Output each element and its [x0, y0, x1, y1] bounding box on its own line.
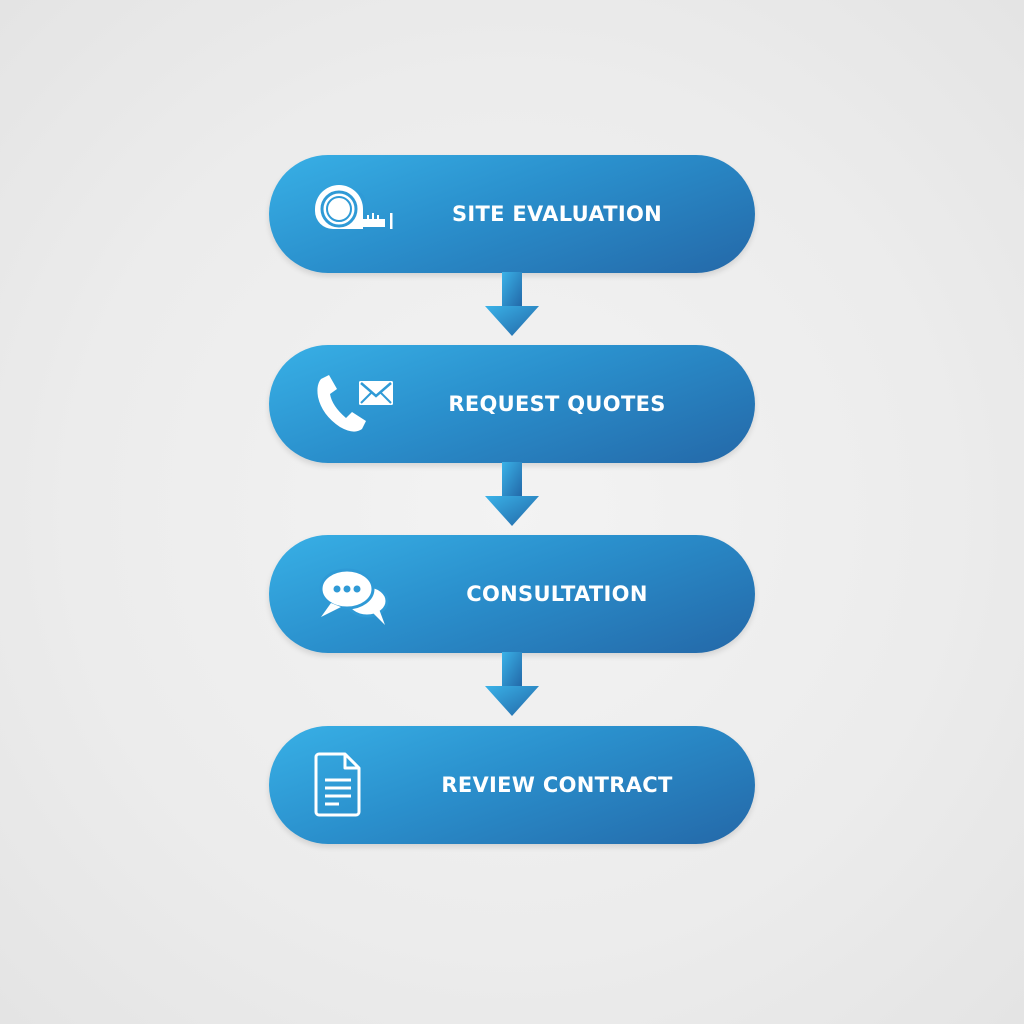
tape-measure-icon	[307, 179, 403, 249]
step-label: REVIEW CONTRACT	[441, 773, 673, 797]
step-request-quotes: REQUEST QUOTES	[269, 345, 755, 463]
chat-bubbles-icon	[307, 559, 403, 629]
step-review-contract: REVIEW CONTRACT	[269, 726, 755, 844]
step-label: REQUEST QUOTES	[448, 392, 666, 416]
step-consultation: CONSULTATION	[269, 535, 755, 653]
arrow-down-icon	[485, 272, 539, 336]
arrow-down-icon	[485, 652, 539, 716]
document-icon	[307, 750, 403, 820]
step-site-evaluation: SITE EVALUATION	[269, 155, 755, 273]
phone-and-envelope-icon	[307, 369, 403, 439]
arrow-down-icon	[485, 462, 539, 526]
step-label: SITE EVALUATION	[451, 202, 663, 226]
step-label: CONSULTATION	[466, 582, 648, 606]
